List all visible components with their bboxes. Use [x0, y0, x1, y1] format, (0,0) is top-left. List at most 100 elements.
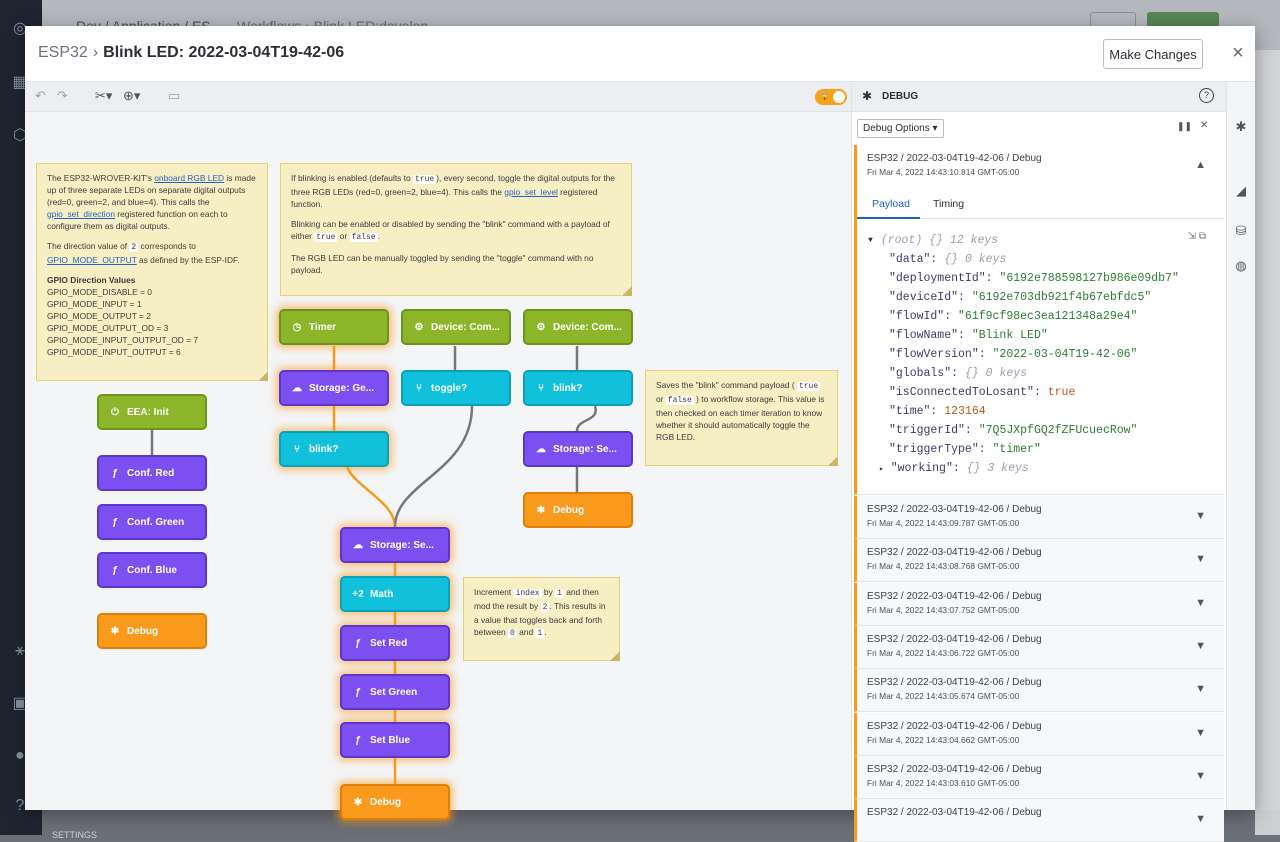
- chart-icon[interactable]: ◢: [1236, 183, 1246, 198]
- undo-icon[interactable]: ↶: [35, 88, 46, 103]
- message-path[interactable]: ESP32 / 2022-03-04T19-42-06 / Debug: [867, 763, 1042, 775]
- cut-icon[interactable]: ✂▾: [95, 88, 113, 103]
- message-path[interactable]: ESP32 / 2022-03-04T19-42-06 / Debug: [867, 547, 1042, 559]
- json-root[interactable]: ▾ (root) {} 12 keys: [867, 231, 1179, 250]
- expand-triangle-icon[interactable]: ▾: [867, 234, 874, 247]
- gpio-set-direction-link[interactable]: gpio_set_direction: [47, 209, 115, 219]
- collapsed-triangle-icon[interactable]: ▸: [879, 465, 884, 474]
- chevron-down-icon[interactable]: ▼: [1195, 639, 1206, 652]
- debug-message[interactable]: ESP32 / 2022-03-04T19-42-06 / Debug ▼: [854, 799, 1224, 842]
- json-row[interactable]: "deviceId": "6192e703db921f4b67ebfdc5": [867, 288, 1179, 307]
- node-timer[interactable]: ◷Timer: [279, 309, 389, 345]
- lock-toggle[interactable]: 🔒: [815, 89, 847, 105]
- redo-icon[interactable]: ↷: [57, 88, 68, 103]
- json-row[interactable]: "data": {} 0 keys: [867, 250, 1179, 269]
- chevron-up-icon[interactable]: ▲: [1195, 159, 1206, 171]
- tab-timing[interactable]: Timing: [933, 198, 965, 210]
- note-rgb-led[interactable]: The ESP32-WROVER-KIT's onboard RGB LED i…: [36, 163, 268, 381]
- json-row[interactable]: "flowVersion": "2022-03-04T19-42-06": [867, 345, 1179, 364]
- edge-icon[interactable]: ▣: [12, 695, 28, 712]
- message-path[interactable]: ESP32 / 2022-03-04T19-42-06 / Debug: [867, 677, 1042, 689]
- help-icon[interactable]: ?: [1199, 88, 1214, 103]
- debug-options-dropdown[interactable]: Debug Options ▾: [857, 119, 944, 138]
- make-changes-button[interactable]: Make Changes: [1103, 39, 1203, 69]
- json-row[interactable]: "globals": {} 0 keys: [867, 364, 1179, 383]
- zoom-icon[interactable]: ⊕▾: [123, 88, 141, 103]
- clear-icon[interactable]: ✕: [1200, 120, 1209, 131]
- node-eea-init[interactable]: ⏻EEA: Init: [97, 394, 207, 430]
- gpio-set-level-link[interactable]: gpio_set_level: [504, 187, 558, 197]
- node-storage-get[interactable]: ☁Storage: Ge...: [279, 370, 389, 406]
- dashboard-icon[interactable]: ▦: [12, 74, 28, 91]
- message-path[interactable]: ESP32 / 2022-03-04T19-42-06 / Debug: [867, 633, 1042, 645]
- message-path[interactable]: ESP32 / 2022-03-04T19-42-06 / Debug: [867, 153, 1042, 164]
- chevron-down-icon[interactable]: ▼: [1195, 813, 1206, 826]
- application-icon[interactable]: ⬡: [13, 127, 27, 144]
- close-icon[interactable]: ×: [1232, 42, 1244, 64]
- note-blink-storage[interactable]: Saves the "blink" command payload ( true…: [645, 370, 838, 466]
- node-blink-check-1[interactable]: ⑂blink?: [279, 431, 389, 467]
- chevron-down-icon[interactable]: ▼: [1195, 510, 1206, 522]
- tab-payload[interactable]: Payload: [872, 198, 910, 210]
- message-path[interactable]: ESP32 / 2022-03-04T19-42-06 / Debug: [867, 590, 1042, 602]
- chevron-down-icon[interactable]: ▼: [1195, 596, 1206, 609]
- json-row[interactable]: "flowName": "Blink LED": [867, 326, 1179, 345]
- json-row[interactable]: "deploymentId": "6192e788598127b986e09db…: [867, 269, 1179, 288]
- message-path[interactable]: ESP32 / 2022-03-04T19-42-06 / Debug: [867, 504, 1042, 515]
- note-text: and: [516, 627, 536, 637]
- chevron-down-icon[interactable]: ▼: [1195, 683, 1206, 696]
- database-icon[interactable]: ⛁: [1235, 223, 1247, 238]
- app-name[interactable]: ESP32: [38, 44, 88, 61]
- node-debug-2[interactable]: ✱Debug: [523, 492, 633, 528]
- node-device-command-2[interactable]: ⚙Device: Com...: [523, 309, 633, 345]
- node-blink-check-2[interactable]: ⑂blink?: [523, 370, 633, 406]
- note-blinking[interactable]: If blinking is enabled (defaults to true…: [280, 163, 632, 296]
- node-storage-set-1[interactable]: ☁Storage: Se...: [340, 527, 450, 563]
- copy-icon[interactable]: ⧉: [1198, 231, 1206, 242]
- json-row[interactable]: "triggerId": "7Q5JXpfGQ2fZFUcuecRow": [867, 421, 1179, 440]
- json-row-working[interactable]: ▸ "working": {} 3 keys: [879, 462, 1029, 475]
- comment-icon[interactable]: ▭: [168, 88, 181, 103]
- node-device-command-1[interactable]: ⚙Device: Com...: [401, 309, 511, 345]
- chevron-down-icon[interactable]: ▼: [1195, 769, 1206, 782]
- json-row[interactable]: "time": 123164: [867, 402, 1179, 421]
- chevron-down-icon[interactable]: ▼: [1195, 553, 1206, 566]
- json-row[interactable]: "flowId": "61f9cf98ec3ea121348a29e4": [867, 307, 1179, 326]
- node-debug-3[interactable]: ✱Debug: [340, 784, 450, 820]
- debug-dock-icon[interactable]: ✱: [1235, 119, 1247, 134]
- workflow-icon[interactable]: ⚹: [15, 642, 25, 659]
- expand-icon[interactable]: ⇲: [1187, 231, 1197, 242]
- chevron-down-icon[interactable]: ▼: [1195, 726, 1206, 739]
- message-path[interactable]: ESP32 / 2022-03-04T19-42-06 / Debug: [867, 807, 1042, 819]
- gpio-mode-output-link[interactable]: GPIO_MODE_OUTPUT: [47, 255, 137, 265]
- onboard-rgb-led-link[interactable]: onboard RGB LED: [154, 173, 225, 183]
- node-toggle-check[interactable]: ⑂toggle?: [401, 370, 511, 406]
- json-row[interactable]: "isConnectedToLosant": true: [867, 383, 1179, 402]
- globe-icon[interactable]: ◍: [1235, 258, 1247, 273]
- message-path[interactable]: ESP32 / 2022-03-04T19-42-06 / Debug: [867, 720, 1042, 732]
- help-icon[interactable]: ?: [15, 797, 25, 814]
- note-paragraph: Blinking can be enabled or disabled by s…: [291, 218, 621, 244]
- node-debug-1[interactable]: ✱Debug: [97, 613, 207, 649]
- pause-icon[interactable]: ❚❚: [1177, 121, 1193, 131]
- app-logo-icon[interactable]: ◎: [13, 20, 27, 37]
- note-math[interactable]: Increment index by 1 and then mod the re…: [463, 577, 620, 661]
- avatar[interactable]: ●: [15, 747, 25, 764]
- workflow-canvas[interactable]: ↶ ↷ ✂▾ ⊕▾ ▭ 🔒: [25, 82, 851, 820]
- json-row[interactable]: "triggerType": "timer": [867, 440, 1179, 459]
- node-storage-set-2[interactable]: ☁Storage: Se...: [523, 431, 633, 467]
